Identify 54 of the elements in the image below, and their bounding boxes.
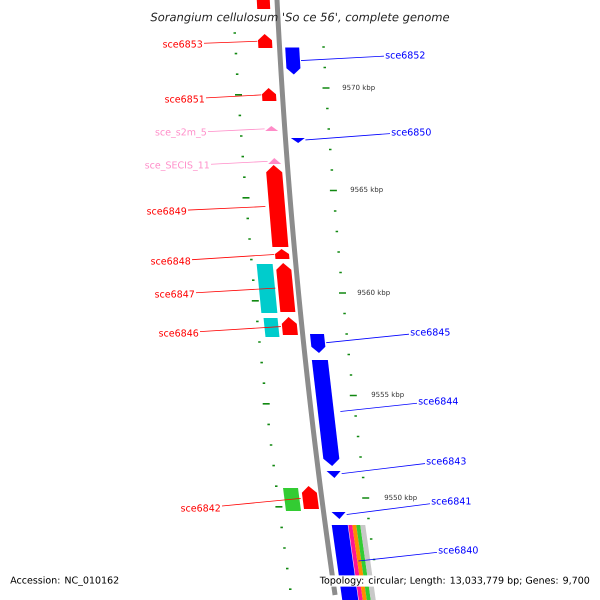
gene-feature bbox=[268, 158, 282, 164]
leader-line bbox=[204, 40, 258, 44]
gene-feature bbox=[326, 471, 341, 478]
gene-feature bbox=[285, 48, 300, 74]
gene-feature bbox=[265, 126, 278, 131]
gene-label: sce_s2m_5 bbox=[156, 128, 206, 138]
leader-line bbox=[208, 128, 265, 132]
leader-line bbox=[196, 288, 276, 294]
gene-label: sce6840 bbox=[438, 546, 478, 554]
gene-feature bbox=[332, 512, 346, 519]
gene-bar bbox=[283, 488, 301, 511]
gene-feature bbox=[302, 486, 319, 509]
gene-bar bbox=[256, 264, 278, 313]
leader-line bbox=[200, 326, 282, 332]
leader-line bbox=[305, 133, 390, 140]
gene-label: sce6852 bbox=[386, 51, 424, 59]
leader-line bbox=[300, 56, 384, 61]
leader-line bbox=[192, 254, 275, 260]
leader-line bbox=[326, 334, 410, 344]
gene-label: sce6841 bbox=[432, 497, 471, 505]
gene-label: sce_SECIS_11 bbox=[145, 161, 209, 171]
leader-line bbox=[210, 160, 268, 165]
genome-summary: Topology: circular; Length: 13,033,779 bp; Genes: 9,700 bbox=[318, 575, 591, 587]
gene-label: sce6848 bbox=[151, 257, 190, 265]
gene-label: sce6843 bbox=[426, 457, 466, 465]
gene-label: sce6850 bbox=[392, 128, 431, 136]
gene-feature bbox=[310, 334, 326, 353]
leader-line bbox=[340, 402, 418, 412]
gene-label: sce6847 bbox=[155, 290, 194, 298]
leader-line bbox=[188, 206, 266, 210]
gene-label: sce6846 bbox=[159, 329, 198, 337]
gene-feature bbox=[262, 88, 276, 101]
gene-bar bbox=[264, 318, 280, 337]
gene-feature bbox=[276, 263, 296, 312]
gene-label: sce6853 bbox=[163, 40, 202, 48]
leader-line bbox=[346, 503, 430, 515]
title: Sorangium cellulosum 'So ce 56', complete genome bbox=[150, 12, 450, 24]
gene-feature bbox=[258, 34, 272, 48]
gene-feature bbox=[275, 249, 290, 259]
gene-label: sce6849 bbox=[147, 207, 186, 215]
gene-bar bbox=[256, 0, 270, 9]
leader-line bbox=[222, 498, 302, 506]
gene-label: sce6844 bbox=[418, 397, 458, 405]
accession-text: Accession: NC_010162 bbox=[10, 576, 118, 586]
gene-feature bbox=[266, 165, 288, 247]
gene-feature bbox=[290, 138, 305, 143]
leader-line bbox=[206, 94, 262, 98]
gene-label: sce6842 bbox=[181, 504, 220, 512]
gene-label: sce6851 bbox=[165, 95, 204, 103]
leader-line bbox=[358, 552, 438, 562]
gene-feature bbox=[312, 360, 340, 466]
gene-feature bbox=[282, 317, 298, 335]
leader-line bbox=[341, 463, 426, 474]
gene-label: sce6845 bbox=[410, 328, 450, 336]
